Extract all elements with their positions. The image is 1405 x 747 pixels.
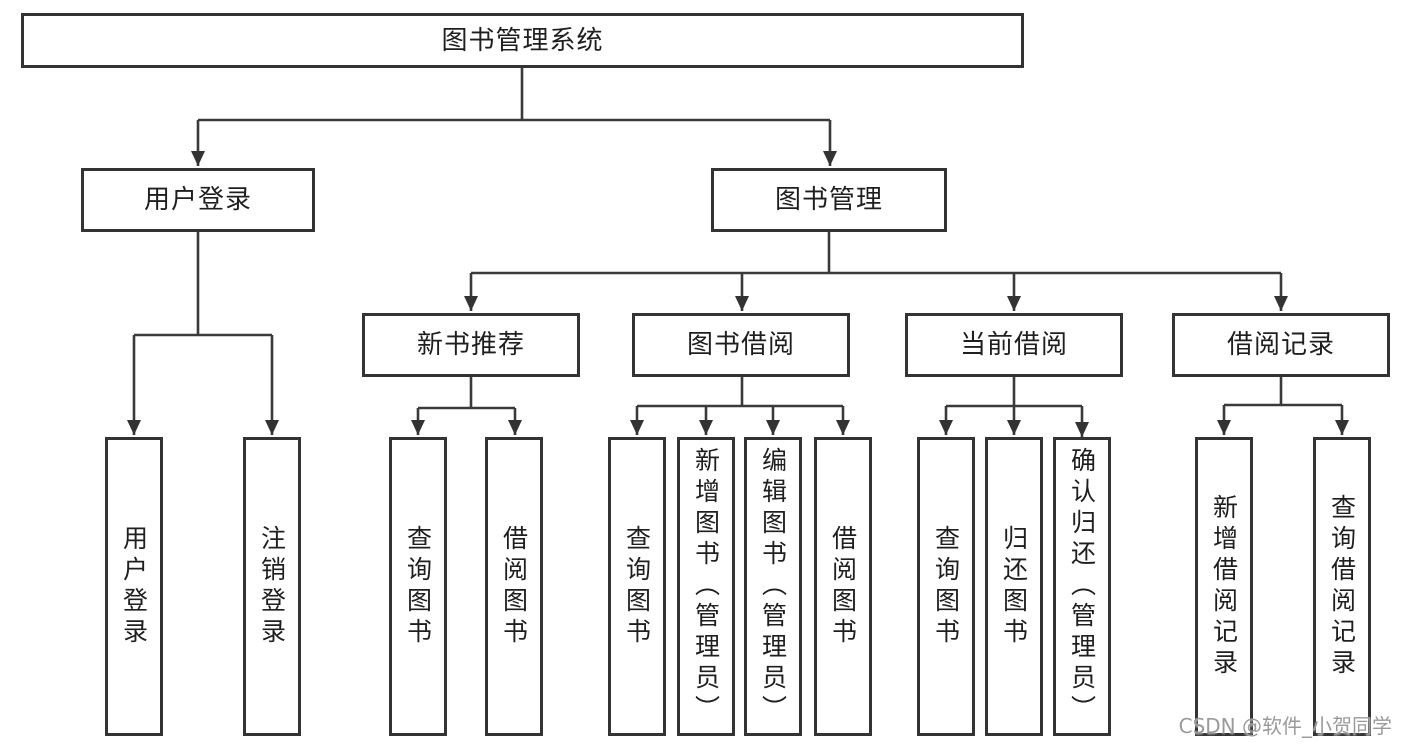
node-borrow-add-books-admin-label: 新增图书（管理员） [691,447,721,726]
node-records-add-record: 新增借阅记录 [1195,437,1253,736]
node-borrowing-records: 借阅记录 [1172,313,1390,377]
node-current-return-books: 归还图书 [985,437,1043,736]
edge-newbook-trunk [418,377,515,410]
node-borrow-add-books-admin: 新增图书（管理员） [677,437,735,736]
node-records-query-record: 查询借阅记录 [1313,437,1371,736]
node-newbook-query-books-label: 查询图书 [403,524,433,649]
node-borrow-query-books-label: 查询图书 [622,524,652,649]
node-borrow-query-books: 查询图书 [608,437,666,736]
node-current-query-books-label: 查询图书 [931,524,961,649]
node-newbook-borrow-books-label: 借阅图书 [499,524,529,649]
edge-login-trunk [134,232,272,337]
node-user-login-label: 用户登录 [119,524,149,649]
node-newbook-query-books: 查询图书 [389,437,447,736]
node-newbook-borrow-books: 借阅图书 [485,437,543,736]
csdn-watermark: CSDN @软件_小贺同学 [1178,714,1392,738]
edge-current-trunk [946,377,1082,408]
edge-borrow-trunk [637,377,843,408]
node-library-system: 图书管理系统 [21,13,1024,68]
node-borrow-edit-books-admin-label: 编辑图书（管理员） [758,447,788,726]
node-user-login: 用户登录 [105,437,163,736]
node-current-confirm-return-admin-label: 确认归还（管理员） [1067,447,1097,726]
node-new-book-recommend: 新书推荐 [362,313,580,377]
node-borrow-borrow-books-label: 借阅图书 [828,524,858,649]
node-current-confirm-return-admin: 确认归还（管理员） [1053,437,1111,736]
node-user-login-branch: 用户登录 [81,168,315,232]
node-current-return-books-label: 归还图书 [999,524,1029,649]
node-borrow-borrow-books: 借阅图书 [814,437,872,736]
node-records-query-record-label: 查询借阅记录 [1327,493,1357,680]
node-book-management: 图书管理 [711,168,947,232]
edge-records-trunk [1224,377,1342,407]
node-book-borrowing: 图书借阅 [632,313,850,377]
node-current-query-books: 查询图书 [917,437,975,736]
node-current-borrowing: 当前借阅 [905,313,1123,377]
edge-root-trunk [198,68,830,122]
node-logout: 注销登录 [243,437,301,736]
node-logout-label: 注销登录 [257,524,287,649]
edge-mgmt-trunk [471,232,1281,275]
node-borrow-edit-books-admin: 编辑图书（管理员） [744,437,802,736]
node-records-add-record-label: 新增借阅记录 [1209,493,1239,680]
